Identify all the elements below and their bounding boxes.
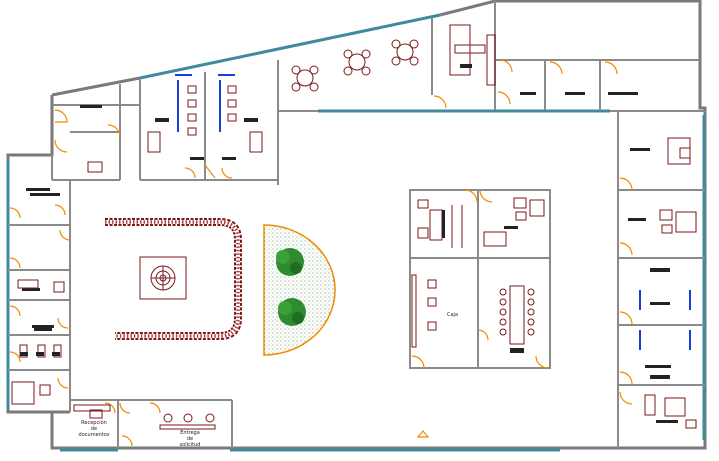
delivery-label-line1: Entrega [180,430,200,436]
door-swings [9,59,633,447]
dining-tables [291,24,496,92]
center-rug [139,256,187,300]
reception-label: Recepción de documentos [79,419,110,438]
delivery-label: Entrega de solicitud [180,430,201,448]
right-offices [520,92,697,429]
left-offices [11,105,103,419]
reception-label-line1: Recepción [81,419,107,426]
service-counters [73,404,216,430]
interior-walls [8,1,705,448]
restroom-fixtures [147,74,691,379]
reception-label-line2: de [91,426,97,432]
reception-label-line3: documentos [79,432,110,438]
delivery-label-line2: de [187,436,193,442]
cashier-label: Caja [447,312,458,318]
garden-planter [263,224,336,356]
exterior-walls [6,0,707,450]
waiting-bench [105,218,242,340]
center-offices [411,197,545,348]
delivery-label-line3: solicitud [180,442,201,448]
